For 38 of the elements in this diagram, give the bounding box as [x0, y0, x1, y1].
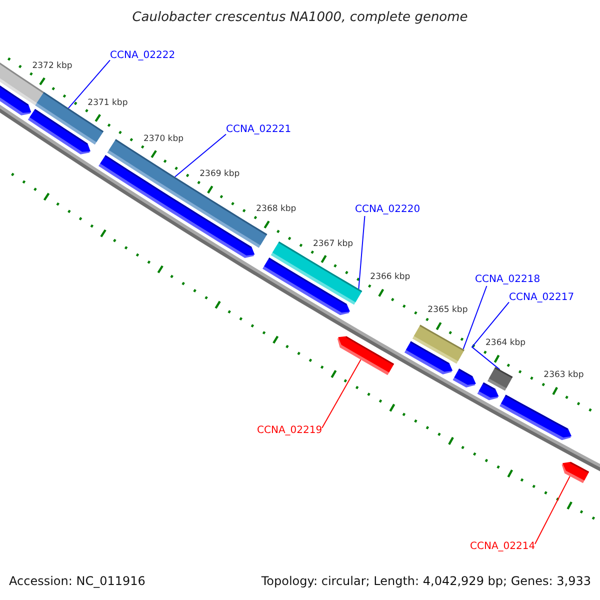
leader-line: [322, 359, 362, 428]
tick-label: 2364 kbp: [486, 338, 526, 348]
leader-line: [534, 476, 570, 544]
leader-line: [462, 286, 488, 350]
gene-label: CCNA_02218: [475, 274, 540, 286]
tick-label: 2365 kbp: [428, 305, 468, 316]
tick-label: 2368 kbp: [256, 204, 296, 214]
tick-label: 2366 kbp: [370, 272, 410, 282]
tick-label: 2369 kbp: [200, 169, 240, 180]
cds-feature: [477, 382, 499, 400]
cds-feature: [98, 155, 255, 258]
leader-line: [68, 60, 110, 109]
cds-feature: [28, 108, 90, 154]
tick-label: 2372 kbp: [32, 61, 72, 72]
cds-feature: [500, 394, 572, 440]
genome-summary-text: Topology: circular; Length: 4,042,929 bp; Genes: 3,933: [261, 574, 591, 588]
tick-label: 2371 kbp: [88, 98, 128, 108]
gene-feature: [337, 336, 394, 376]
tick-label: 2367 kbp: [312, 238, 354, 249]
gene-label: CCNA_02221: [226, 124, 292, 136]
cds-feature: [0, 86, 32, 116]
gene-label: CCNA_02214: [470, 541, 536, 553]
tick-label: 2370 kbp: [143, 134, 184, 144]
cds-feature: [452, 368, 476, 388]
gene-label: CCNA_02217: [509, 292, 574, 304]
gene-feature: [562, 462, 590, 484]
tick-label: 2363 kbp: [544, 370, 584, 380]
gene-bar: [487, 367, 513, 391]
leader-line: [471, 302, 510, 370]
gene-label: CCNA_02219: [257, 425, 322, 437]
cds-feature: [262, 258, 350, 316]
diagram-title: Caulobacter crescentus NA1000, complete genome: [132, 10, 468, 26]
gene-label: CCNA_02222: [110, 50, 176, 62]
gene-label: CCNA_02220: [355, 204, 420, 216]
cds-feature: [404, 341, 453, 374]
accession-text: Accession: NC_011916: [9, 574, 146, 588]
leader-line: [174, 134, 226, 178]
leader-line: [358, 216, 366, 290]
